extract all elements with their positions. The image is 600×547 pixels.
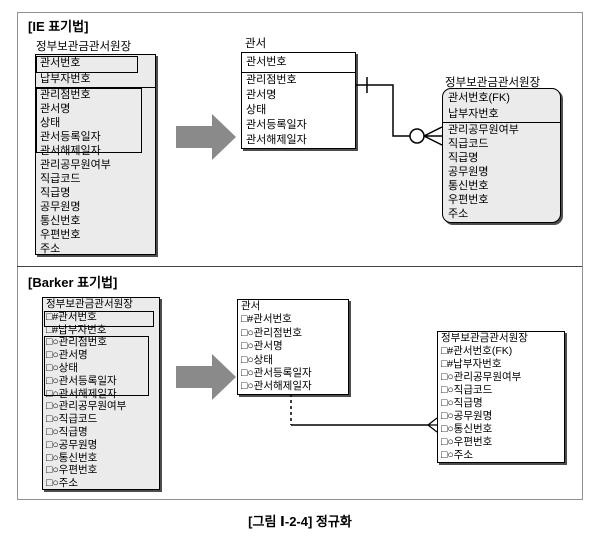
attribute-row: □○관리점번호 (46, 336, 107, 349)
attribute-row: 우편번호 (448, 194, 489, 206)
attribute-row: □○관서등록일자 (46, 374, 117, 387)
attribute-row: 관서번호(FK) (448, 92, 510, 104)
attribute-row: □○직급코드 (46, 413, 98, 426)
figure-caption: [그림 Ⅰ-2-4] 정규화 (248, 514, 352, 529)
attribute-row: □○통신번호 (46, 451, 98, 464)
attribute-row: 관서해제일자 (246, 134, 307, 146)
attribute-row: □○직급명 (441, 397, 483, 409)
attribute-row: □○직급코드 (441, 384, 493, 396)
attribute-row: 관리공무원여부 (40, 159, 111, 171)
attribute-row: 관리공무원여부 (448, 124, 519, 136)
attribute-row: 납부자번호 (448, 108, 499, 120)
attribute-row: □○주소 (441, 449, 474, 461)
attribute-row: 직급코드 (448, 138, 489, 150)
attribute-row: 관서등록일자 (246, 119, 307, 131)
attribute-row: □○관서명 (46, 349, 88, 362)
attribute-row: 관서번호 (40, 57, 81, 69)
attribute-compartment: 정부보관금관서원장□#관서번호(FK)□#납부자번호□○관리공무원여부□○직급코… (438, 332, 564, 462)
section-divider-line (17, 266, 582, 267)
attribute-row: □○상태 (241, 353, 274, 366)
attribute-row: □○직급명 (46, 425, 88, 438)
attribute-row: 통신번호 (40, 215, 81, 227)
attribute-row: □#관서번호(FK) (441, 345, 513, 357)
attribute-row: 상태 (40, 117, 61, 129)
attribute-row: □○관서해제일자 (241, 380, 312, 393)
attribute-row: □#납부자번호 (46, 323, 107, 336)
ie-left-entity-title: 정부보관금관서원장 (36, 41, 132, 53)
attribute-row: □○우편번호 (441, 436, 493, 448)
ie-notation-label: [IE 표기법] (28, 19, 89, 34)
attribute-row: □○공무원명 (441, 410, 493, 422)
attribute-row: □○주소 (46, 477, 79, 490)
barker-mid-entity: 관서□#관서번호□○관리점번호□○관서명□○상태□○관서등록일자□○관서해제일자 (237, 299, 349, 395)
attribute-row: 공무원명 (40, 201, 81, 213)
barker-notation-label: [Barker 표기법] (28, 275, 118, 290)
attribute-row: □○통신번호 (441, 423, 493, 435)
attribute-row: 관서 (241, 300, 261, 312)
attribute-row: 직급명 (448, 152, 479, 164)
attribute-row: 정부보관금관서원장 (441, 332, 528, 344)
attribute-row: □#관서번호 (46, 310, 97, 323)
attribute-row: 납부자번호 (40, 73, 91, 85)
attribute-row: 공무원명 (448, 166, 489, 178)
attribute-row: 우편번호 (40, 229, 81, 241)
attribute-row: □○상태 (46, 361, 79, 374)
attribute-row: 상태 (246, 104, 267, 116)
attribute-row: 주소 (448, 208, 469, 220)
attribute-row: 관서해제일자 (40, 145, 101, 157)
barker-right-entity: 정부보관금관서원장□#관서번호(FK)□#납부자번호□○관리공무원여부□○직급코… (437, 331, 565, 463)
barker-left-entity: 정부보관금관서원장□#관서번호□#납부자번호□○관리점번호□○관서명□○상태□○… (42, 297, 160, 490)
attribute-row: 직급명 (40, 187, 71, 199)
ie-right-entity-title: 정부보관금관서원장 (445, 77, 541, 89)
attribute-row: 관서등록일자 (40, 131, 101, 143)
attribute-row: 관서명 (40, 103, 71, 115)
attribute-compartment: 관서□#관서번호□○관리점번호□○관서명□○상태□○관서등록일자□○관서해제일자 (238, 300, 348, 394)
attribute-row: □○공무원명 (46, 438, 98, 451)
attribute-row: □○관리공무원여부 (46, 400, 127, 413)
attribute-row: □○관서등록일자 (241, 366, 312, 379)
attribute-row: 관리점번호 (40, 89, 91, 101)
attribute-row: □○관리공무원여부 (441, 371, 522, 383)
attribute-row: 직급코드 (40, 173, 81, 185)
attribute-compartment: 정부보관금관서원장□#관서번호□#납부자번호□○관리점번호□○관서명□○상태□○… (43, 298, 159, 490)
key-compartment: 관서번호 (242, 53, 355, 73)
attribute-row: □#납부자번호 (441, 358, 502, 370)
attribute-row: 정부보관금관서원장 (46, 298, 133, 310)
attribute-row: □○관서해제일자 (46, 387, 117, 400)
key-compartment: 관서번호(FK) 납부자번호 (443, 89, 560, 123)
attribute-row: 관서명 (246, 89, 277, 101)
attribute-row: 통신번호 (448, 180, 489, 192)
attribute-row: □○우편번호 (46, 464, 98, 477)
attribute-row: 관서번호 (246, 56, 287, 68)
ie-mid-entity-title: 관서 (245, 38, 267, 50)
attribute-row: □#관서번호 (241, 313, 292, 326)
attribute-row: □○관리점번호 (241, 326, 302, 339)
attribute-row: 주소 (40, 243, 61, 255)
attribute-row: 관리점번호 (246, 74, 297, 86)
attribute-row: □○관서명 (241, 340, 283, 353)
